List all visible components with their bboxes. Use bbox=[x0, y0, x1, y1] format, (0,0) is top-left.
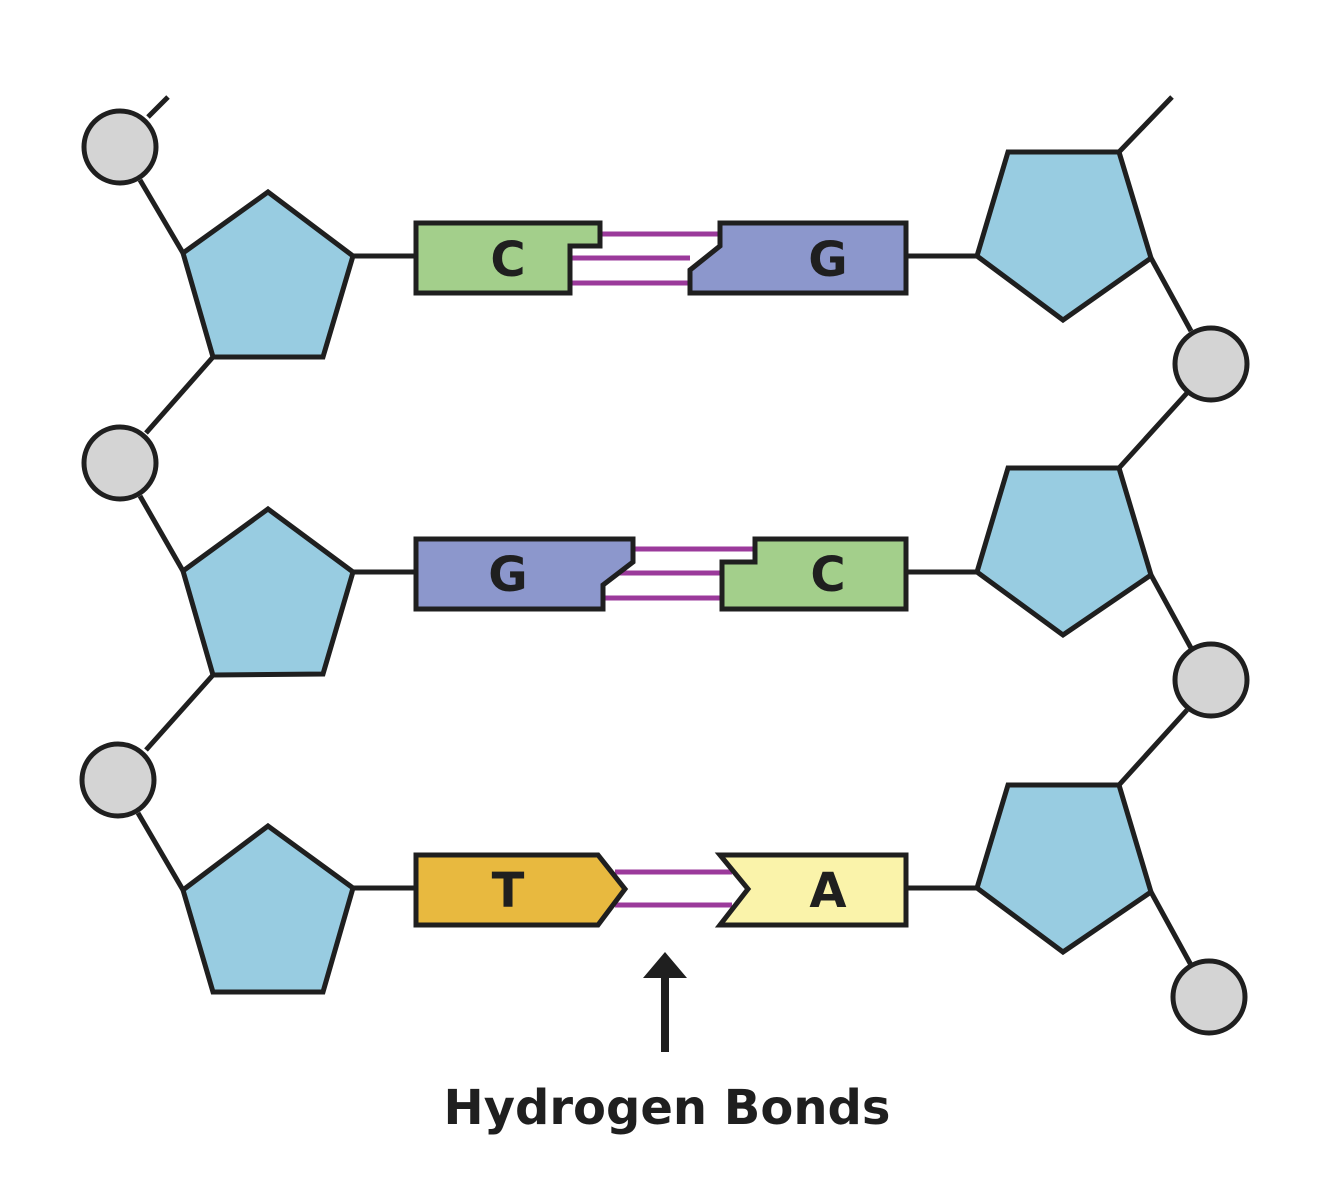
caption-hydrogen-bonds: Hydrogen Bonds bbox=[444, 1080, 891, 1136]
sugar-pentagon bbox=[974, 465, 1154, 639]
base-letter-right: G bbox=[808, 232, 847, 288]
phosphate-circle bbox=[1172, 325, 1250, 403]
hydrogen-bonds bbox=[570, 231, 755, 908]
base-letter-left: T bbox=[492, 863, 525, 919]
phosphate-circle bbox=[79, 741, 157, 819]
base-letter-right: C bbox=[810, 547, 845, 603]
base-letter-left: C bbox=[490, 232, 525, 288]
arrow-up-icon bbox=[643, 952, 687, 978]
phosphate-circle bbox=[1170, 958, 1248, 1036]
phosphates bbox=[79, 108, 1250, 1036]
cytosine-base bbox=[413, 220, 603, 296]
sugar-pentagon bbox=[180, 188, 356, 360]
sugar-pentagon bbox=[180, 822, 356, 995]
right-backbone bbox=[1117, 95, 1194, 967]
phosphate-circle bbox=[81, 424, 159, 502]
guanine-base bbox=[413, 536, 636, 612]
phosphate-circle bbox=[1172, 641, 1250, 719]
glycosidic-bonds bbox=[353, 253, 977, 891]
base-letter-left: G bbox=[488, 547, 527, 603]
phosphate-circle bbox=[81, 108, 159, 186]
base-letters: C G G C T A bbox=[488, 232, 847, 919]
bases bbox=[413, 220, 909, 928]
guanine-base bbox=[687, 220, 909, 296]
sugars bbox=[180, 149, 1154, 995]
cytosine-base bbox=[719, 536, 909, 612]
sugar-pentagon bbox=[974, 149, 1154, 324]
base-letter-right: A bbox=[809, 863, 846, 919]
adenine-base bbox=[714, 852, 909, 928]
sugar-pentagon bbox=[974, 782, 1154, 956]
sugar-pentagon bbox=[180, 505, 356, 678]
caption-arrow bbox=[643, 952, 687, 1052]
thymine-base bbox=[413, 852, 629, 928]
left-backbone bbox=[135, 95, 215, 892]
